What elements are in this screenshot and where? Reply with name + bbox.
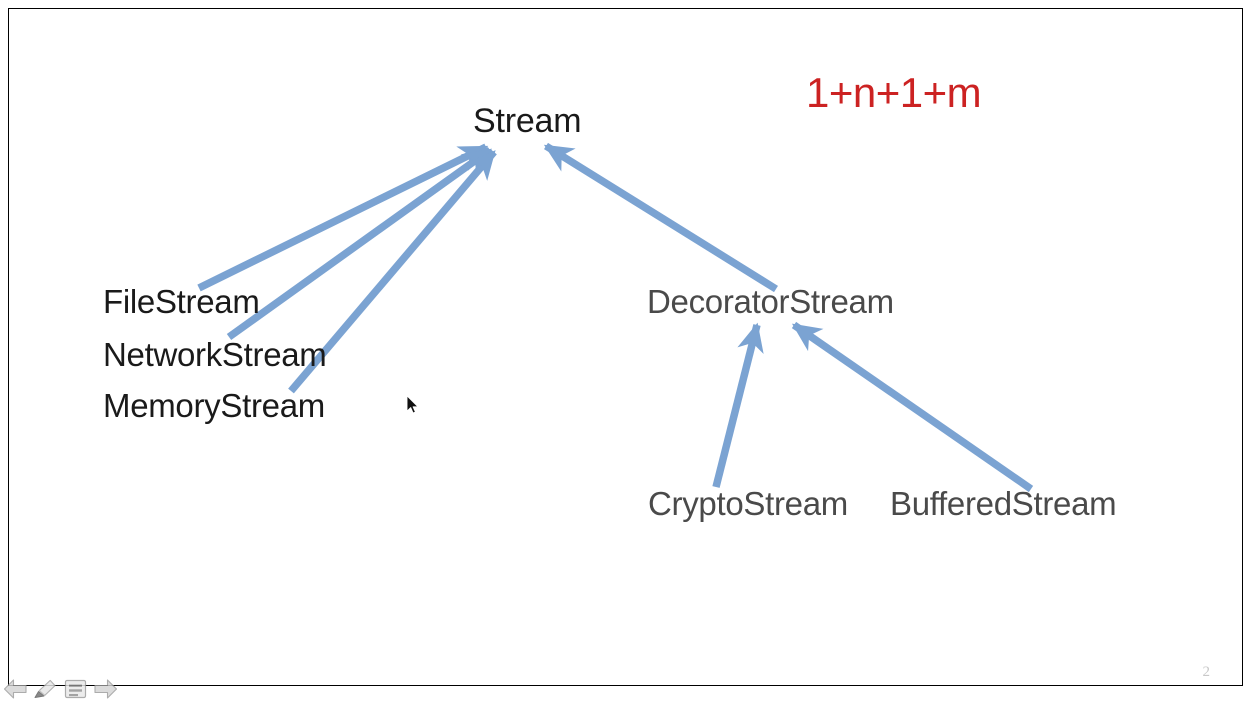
presentation-nav-toolbar[interactable] xyxy=(2,676,127,702)
arrow-filestream-to-stream xyxy=(197,143,489,292)
menu-icon xyxy=(64,679,87,699)
next-slide-button[interactable] xyxy=(92,677,119,701)
arrow-cryptostream-to-decoratorstream xyxy=(712,322,764,488)
node-label-stream: Stream xyxy=(473,102,582,140)
previous-slide-button[interactable] xyxy=(2,677,29,701)
slide-number: 2 xyxy=(1202,664,1211,680)
pen-tool-button[interactable] xyxy=(32,677,59,701)
node-label-memorystream: MemoryStream xyxy=(103,387,325,424)
pen-icon xyxy=(34,679,56,698)
left-arrow-icon xyxy=(3,679,27,699)
right-arrow-icon xyxy=(94,679,118,699)
annotation-complexity-formula: 1+n+1+m xyxy=(806,69,982,116)
arrow-memorystream-to-stream xyxy=(288,149,497,394)
arrow-decoratorstream-to-stream xyxy=(543,142,778,293)
node-label-bufferedstream: BufferedStream xyxy=(890,485,1117,522)
node-label-decoratorstream: DecoratorStream xyxy=(647,283,894,320)
node-label-cryptostream: CryptoStream xyxy=(648,485,848,522)
arrow-networkstream-to-stream xyxy=(226,146,493,341)
mouse-cursor xyxy=(406,395,419,414)
slide-menu-button[interactable] xyxy=(62,677,89,701)
arrow-bufferedstream-to-decoratorstream xyxy=(791,321,1034,493)
node-label-networkstream: NetworkStream xyxy=(103,336,327,373)
node-label-filestream: FileStream xyxy=(103,283,260,320)
